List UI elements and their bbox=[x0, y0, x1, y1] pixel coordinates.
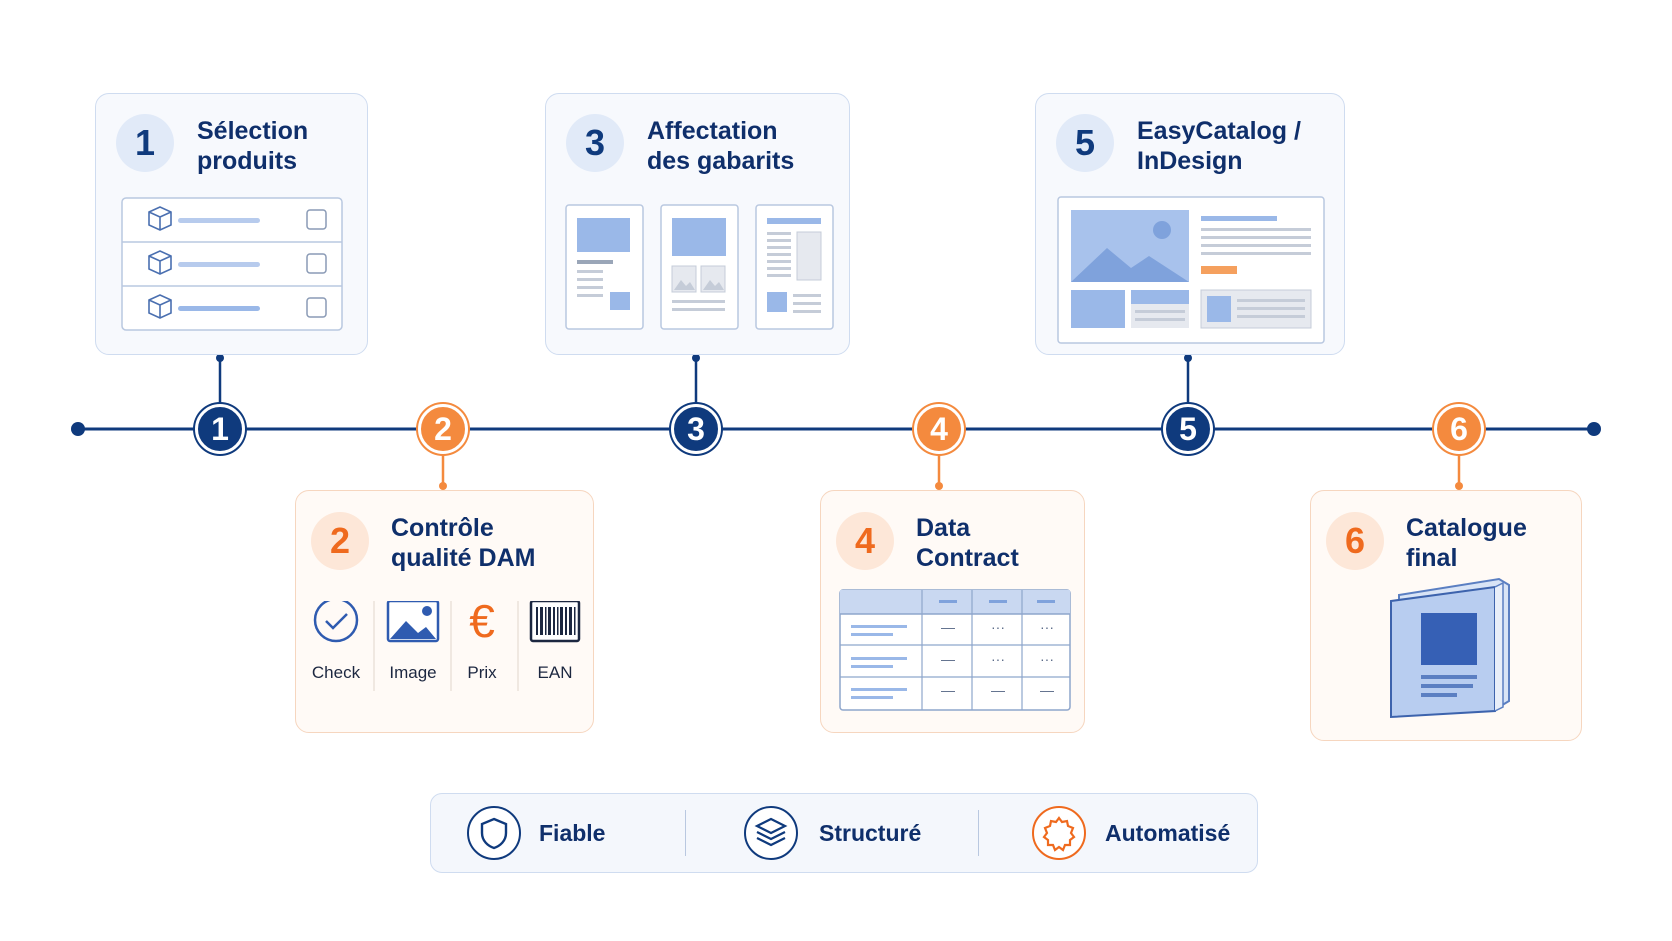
shield-icon bbox=[467, 806, 521, 860]
table-cell: ··· bbox=[1040, 619, 1054, 635]
timeline-start-dot bbox=[71, 422, 85, 436]
table-cell: — bbox=[941, 619, 955, 635]
image-icon bbox=[386, 601, 440, 643]
table-cell: ··· bbox=[1040, 651, 1054, 667]
timeline-node-5: 5 bbox=[1163, 404, 1213, 454]
step-number-badge: 6 bbox=[1326, 512, 1384, 570]
product-list-illustration bbox=[121, 197, 343, 331]
table-cell: ··· bbox=[991, 619, 1005, 635]
euro-icon: € bbox=[469, 601, 495, 647]
benefit-automatise: Automatisé bbox=[1105, 820, 1231, 846]
check-label: Check bbox=[311, 663, 361, 682]
svg-text:€: € bbox=[469, 601, 495, 647]
step-title: EasyCatalog /InDesign bbox=[1137, 117, 1301, 175]
divider bbox=[685, 810, 686, 856]
check-circle-icon bbox=[313, 601, 359, 643]
table-cell: — bbox=[941, 682, 955, 698]
timeline-node-2: 2 bbox=[418, 404, 468, 454]
table-cell: ··· bbox=[991, 651, 1005, 667]
timeline-node-6: 6 bbox=[1434, 404, 1484, 454]
step-card-5: 5 EasyCatalog /InDesign bbox=[1035, 93, 1345, 355]
timeline-node-1: 1 bbox=[195, 404, 245, 454]
table-cell: — bbox=[991, 682, 1005, 698]
image-label: Image bbox=[389, 663, 437, 682]
step-number-badge: 1 bbox=[116, 114, 174, 172]
benefits-bar: Fiable Structuré Automatisé bbox=[430, 793, 1258, 873]
barcode-icon bbox=[529, 601, 581, 643]
layout-illustration bbox=[1057, 196, 1325, 344]
step-number-badge: 3 bbox=[566, 114, 624, 172]
timeline-end-dot bbox=[1587, 422, 1601, 436]
table-cell: — bbox=[1040, 682, 1054, 698]
step-number-badge: 4 bbox=[836, 512, 894, 570]
table-cell: — bbox=[941, 651, 955, 667]
divider bbox=[978, 810, 979, 856]
step-number-badge: 2 bbox=[311, 512, 369, 570]
dam-checks-illustration: € bbox=[313, 601, 581, 691]
layers-icon bbox=[744, 806, 798, 860]
ean-label: EAN bbox=[537, 663, 573, 682]
catalog-book-icon bbox=[1390, 577, 1510, 719]
benefit-structure: Structuré bbox=[819, 820, 922, 846]
timeline-node-3: 3 bbox=[671, 404, 721, 454]
timeline-node-4: 4 bbox=[914, 404, 964, 454]
data-contract-table bbox=[839, 589, 1071, 711]
benefit-fiable: Fiable bbox=[539, 820, 606, 846]
step-number-badge: 5 bbox=[1056, 114, 1114, 172]
gear-icon bbox=[1032, 806, 1086, 860]
price-label: Prix bbox=[467, 663, 497, 682]
templates-illustration bbox=[565, 204, 834, 330]
